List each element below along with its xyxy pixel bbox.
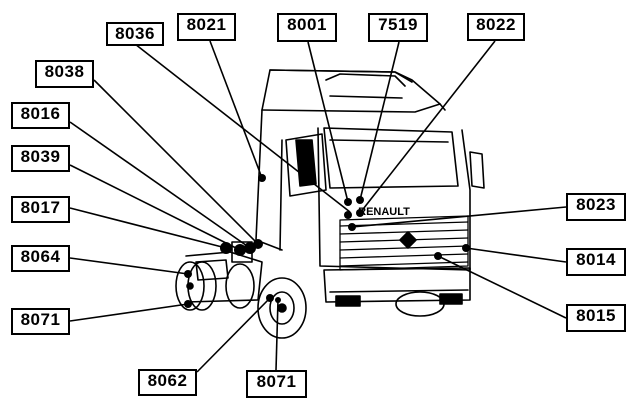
leader-8064 [69, 257, 189, 275]
point-8062 [266, 294, 274, 302]
left-mirror [295, 139, 317, 187]
callout-8015: 8015 [566, 304, 626, 332]
point-8071-bottom [275, 297, 281, 303]
point-8071-left [184, 300, 192, 308]
callout-8022: 8022 [467, 13, 525, 41]
leader-8015 [437, 255, 567, 319]
leader-8022 [359, 40, 496, 214]
point-8015 [434, 252, 442, 260]
callout-8071-left: 8071 [11, 308, 70, 335]
chassis [185, 251, 263, 303]
point-8016 [244, 242, 256, 254]
side-window [285, 133, 327, 197]
point-7519 [356, 196, 364, 204]
point-8021 [258, 174, 266, 182]
point-8039 [234, 244, 246, 256]
leader-8071-left [69, 303, 189, 322]
leader-8023 [351, 206, 567, 228]
point-8064 [184, 270, 192, 278]
right-mirror [469, 151, 485, 189]
callout-8036-top: 8036 [106, 22, 164, 46]
callout-8062: 8062 [138, 369, 197, 396]
callout-8023: 8023 [566, 193, 626, 221]
connection-points [184, 174, 470, 308]
callout-8016: 8016 [11, 102, 70, 129]
leader-8014 [465, 247, 567, 263]
cab-roof [261, 69, 446, 111]
rear-wheel [175, 261, 205, 311]
point-8017 [220, 242, 232, 254]
leader-8062 [196, 297, 271, 373]
leader-8017 [69, 207, 227, 249]
leader-8001 [307, 41, 349, 203]
callout-8071-bottom: 8071 [246, 370, 307, 398]
callout-8014: 8014 [566, 248, 626, 276]
point-8036 [344, 211, 352, 219]
callout-8039: 8039 [11, 145, 70, 172]
point-8001 [344, 198, 352, 206]
point-8023 [348, 223, 356, 231]
renault-badge [399, 231, 417, 249]
windscreen [323, 127, 459, 189]
front-wheel [257, 277, 307, 339]
leader-8039 [69, 164, 241, 251]
leader-8038 [93, 79, 259, 245]
leader-8016 [69, 121, 251, 249]
grille-lettering: RENAULT [358, 206, 410, 218]
callout-8017: 8017 [11, 196, 70, 223]
callout-7519: 7519 [368, 13, 428, 42]
leader-8021 [209, 40, 263, 179]
point-8014 [462, 244, 470, 252]
leader-7519 [359, 41, 400, 201]
leader-lines [69, 40, 567, 373]
callout-8064: 8064 [11, 245, 70, 272]
point-8022 [356, 209, 364, 217]
callout-8001: 8001 [277, 13, 337, 42]
callout-8021: 8021 [177, 13, 236, 41]
leader-8071-bottom [275, 299, 279, 371]
bumper [323, 267, 471, 303]
callout-8038: 8038 [35, 60, 94, 88]
